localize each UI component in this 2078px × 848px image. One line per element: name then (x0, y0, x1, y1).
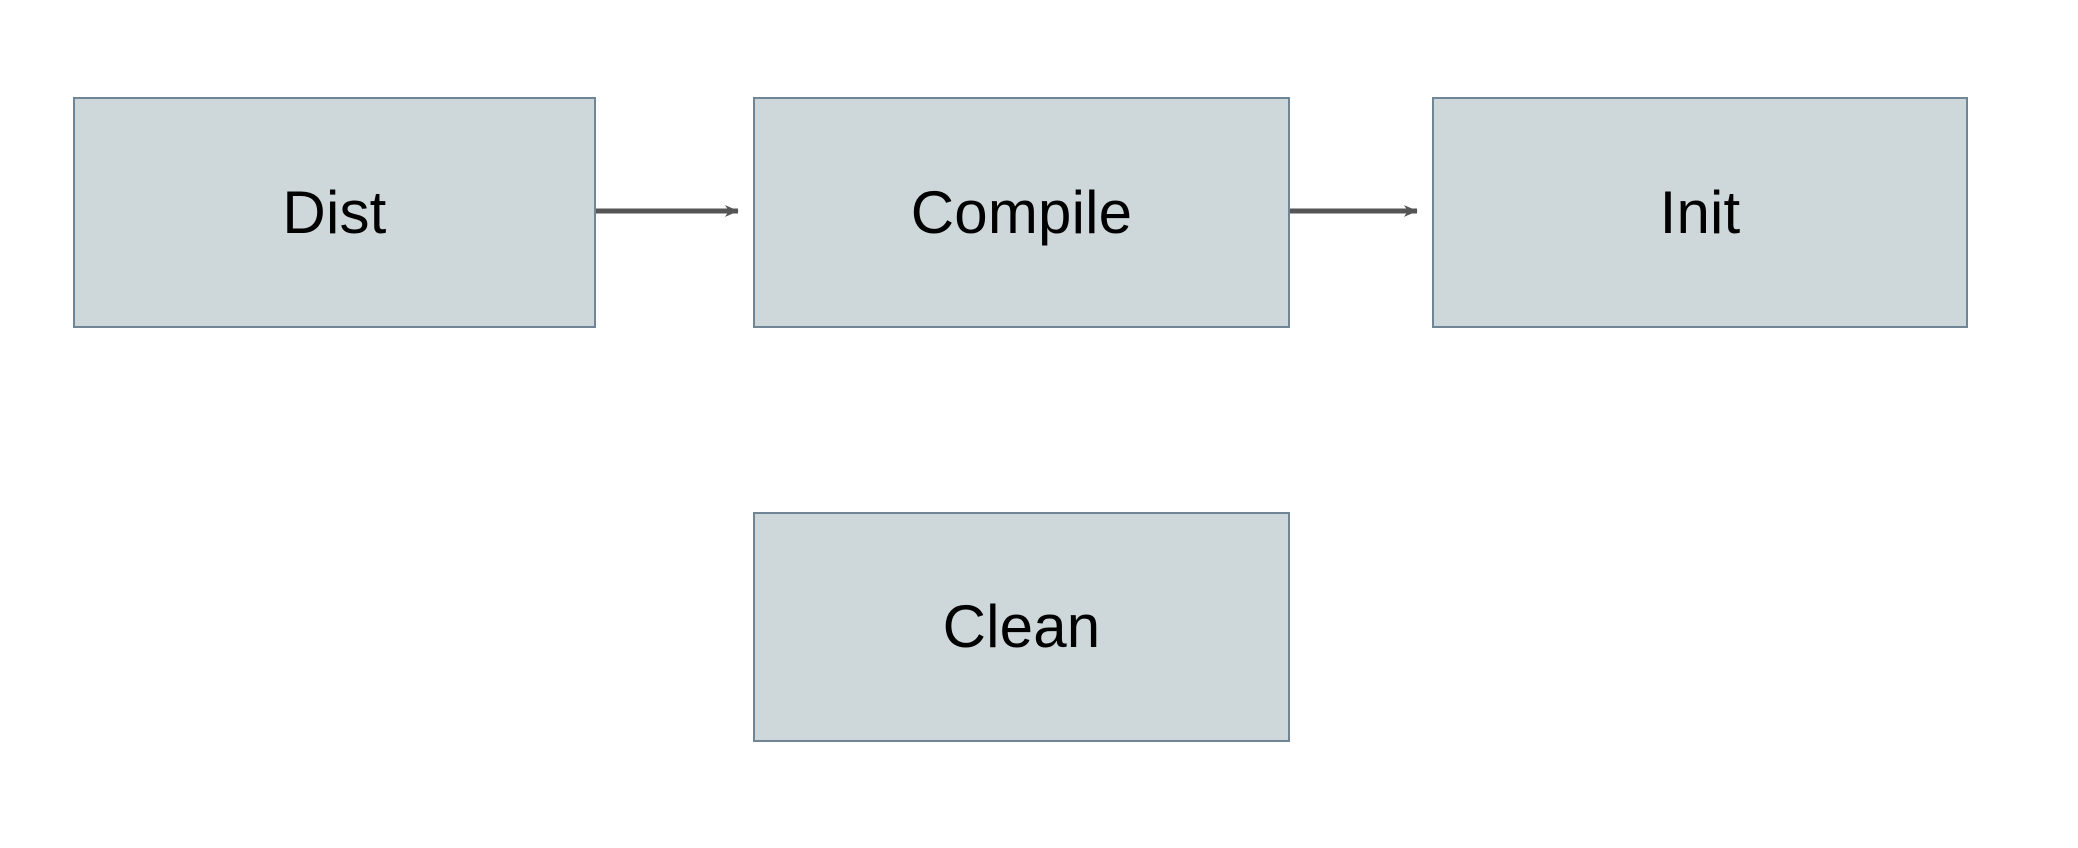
node-dist-label: Dist (282, 178, 387, 246)
node-init-label: Init (1659, 178, 1741, 246)
node-compile[interactable]: Compile (753, 97, 1290, 328)
node-compile-label: Compile (910, 178, 1133, 246)
node-init[interactable]: Init (1432, 97, 1968, 328)
node-clean[interactable]: Clean (753, 512, 1290, 742)
node-clean-label: Clean (942, 593, 1101, 660)
node-dist[interactable]: Dist (73, 97, 596, 328)
